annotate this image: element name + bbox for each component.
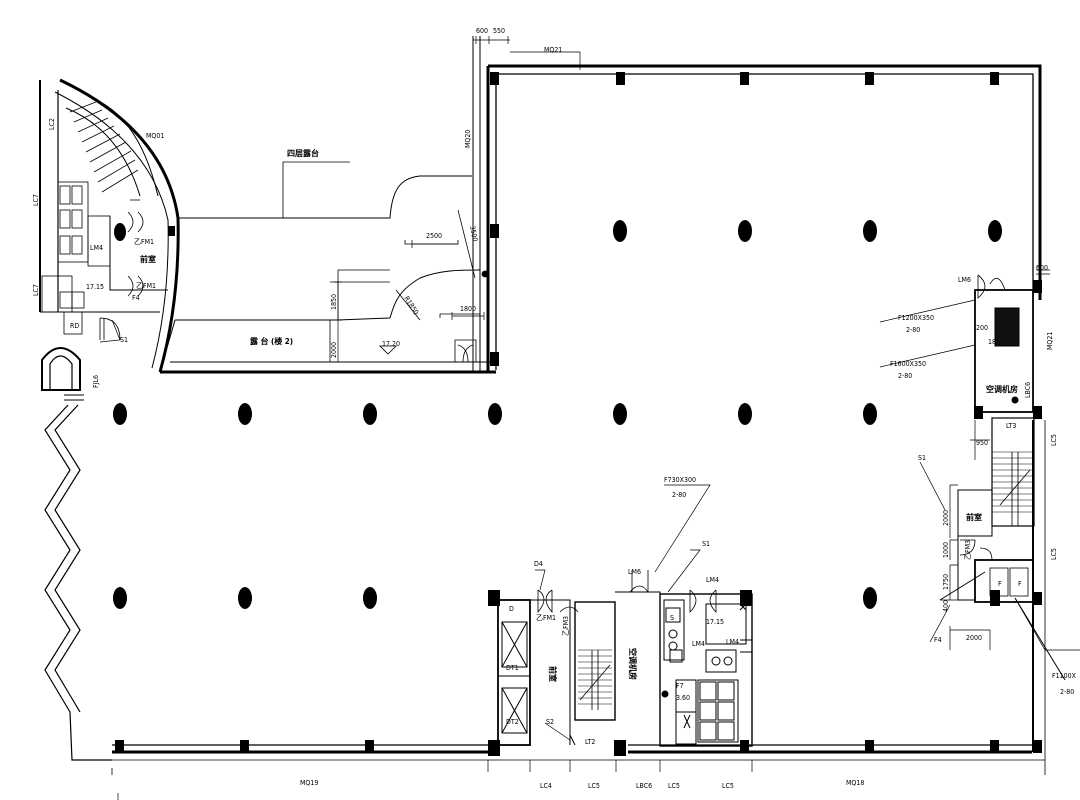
f730-label: F730X300 — [664, 476, 696, 484]
s1-lower-label: S1 — [702, 540, 710, 548]
dim-600-top: 600 — [476, 27, 488, 35]
mq21-top-label: MQ21 — [544, 46, 562, 54]
num-18-label: 18 — [988, 338, 996, 346]
d-label: D — [509, 605, 514, 613]
mq21-right-label: MQ21 — [1046, 332, 1054, 350]
left-stair-core — [40, 99, 168, 401]
lc5-r1-label: LC5 — [1050, 434, 1058, 446]
zfm1-lower-label: 乙FM1 — [536, 614, 556, 622]
lm4-b-label: LM4 — [692, 640, 705, 648]
zfm3-lower-label: 乙FM3 — [562, 616, 570, 636]
elev-b-label: 3.60 — [676, 694, 690, 702]
dim-1800: 1800 — [460, 305, 476, 313]
dim-2000-horizontal: 2000 — [966, 634, 982, 642]
ac-room-right-label: 空调机房 — [986, 384, 1018, 394]
lc5-a-label: LC5 — [588, 782, 600, 790]
lower-core — [497, 570, 753, 747]
num-200-label: 200 — [976, 324, 988, 332]
lc5-b-label: LC5 — [668, 782, 680, 790]
dim-550-top: 550 — [493, 27, 505, 35]
f4-right-label: F4 — [934, 636, 942, 644]
structural-columns — [113, 72, 1042, 756]
lm4-left-label: LM4 — [90, 244, 103, 252]
d4-label: D4 — [534, 560, 543, 568]
lt3-label: LT3 — [1006, 422, 1016, 430]
zfm1-a-label: 乙FM1 — [134, 238, 154, 246]
zfm3-right-label: 乙FM3 — [964, 540, 972, 560]
stage-floor2-label: 露 台 (楼 2) — [250, 336, 293, 346]
front-room-left-label: 前室 — [140, 254, 156, 264]
f7-label: F7 — [676, 682, 684, 690]
lt2-label: LT2 — [585, 738, 595, 746]
dim-2000-vertical: 2000 — [942, 510, 950, 526]
dim-1750: 1750 — [942, 574, 950, 590]
front-room-lower-label: 前室 — [548, 666, 558, 682]
mq01-label: MQ01 — [146, 132, 164, 140]
elev-stage-label: 17.20 — [382, 340, 400, 348]
f1600-label: F1600X350 — [890, 360, 926, 368]
dt1-label: DT1 — [506, 664, 519, 672]
dim-600-right: 600 — [1036, 264, 1048, 272]
front-room-right-label: 前室 — [966, 512, 982, 522]
dim-3500: 3500 — [468, 225, 479, 242]
lower-text: F730X300 2-80 D4 D DT1 DT2 乙FM1 乙FM3 前室 … — [300, 476, 1022, 790]
f1200-label: F1200X350 — [898, 314, 934, 322]
lm6-lower-label: LM6 — [628, 568, 641, 576]
zfm1-b-label: 乙FM1 — [136, 282, 156, 290]
lc7-top-label: LC7 — [32, 194, 40, 206]
dim-400: 400 — [942, 600, 950, 612]
lm4-c-label: LM4 — [726, 638, 739, 646]
fjl6-label: FJL6 — [92, 375, 100, 388]
s2-label: S2 — [546, 718, 554, 726]
mq19-label: MQ19 — [300, 779, 318, 787]
f730-count: 2-80 — [672, 491, 686, 499]
lbc6-lower-label: LBC6 — [636, 782, 652, 790]
rd-label: RD — [70, 322, 79, 330]
f1100-count: 2-80 — [1060, 688, 1074, 696]
dimension-lines — [99, 36, 1080, 800]
dim-1850: 1850 — [330, 294, 338, 310]
elev-left-label: 17.15 — [86, 283, 104, 291]
ac-room-lower-label: 空调机房 — [628, 648, 638, 680]
bottom-ticks — [487, 760, 753, 772]
lc2-label: LC2 — [48, 118, 56, 130]
f4-left-label: F4 — [132, 294, 140, 302]
lc4-label: LC4 — [540, 782, 552, 790]
dt2-label: DT2 — [506, 718, 519, 726]
elev-lower-label: 17.15 — [706, 618, 724, 626]
lc5-r2-label: LC5 — [1050, 548, 1058, 560]
lm4-a-label: LM4 — [706, 576, 719, 584]
dim-2500: 2500 — [426, 232, 442, 240]
lm6-right-label: LM6 — [958, 276, 971, 284]
dim-1000: 1000 — [942, 542, 950, 558]
lc5-c-label: LC5 — [722, 782, 734, 790]
mq18-label: MQ18 — [846, 779, 864, 787]
s1-right-label: S1 — [918, 454, 926, 462]
f1200-count: 2-80 — [906, 326, 920, 334]
f1100-label: F1100X — [1052, 672, 1077, 680]
f-a-label: F — [998, 580, 1002, 588]
f1600-count: 2-80 — [898, 372, 912, 380]
mq20-label: MQ20 — [464, 130, 472, 148]
lc7-low-label: LC7 — [32, 284, 40, 296]
roof-terrace-label: 四层露台 — [287, 148, 319, 158]
s-label: S — [670, 614, 674, 622]
s1-left-label: S1 — [120, 336, 128, 344]
lbc6-right-label: LBC6 — [1024, 382, 1032, 398]
dim-2000-stage: 2000 — [330, 342, 338, 358]
dim-950: 950 — [976, 439, 988, 447]
f-b-label: F — [1018, 580, 1022, 588]
